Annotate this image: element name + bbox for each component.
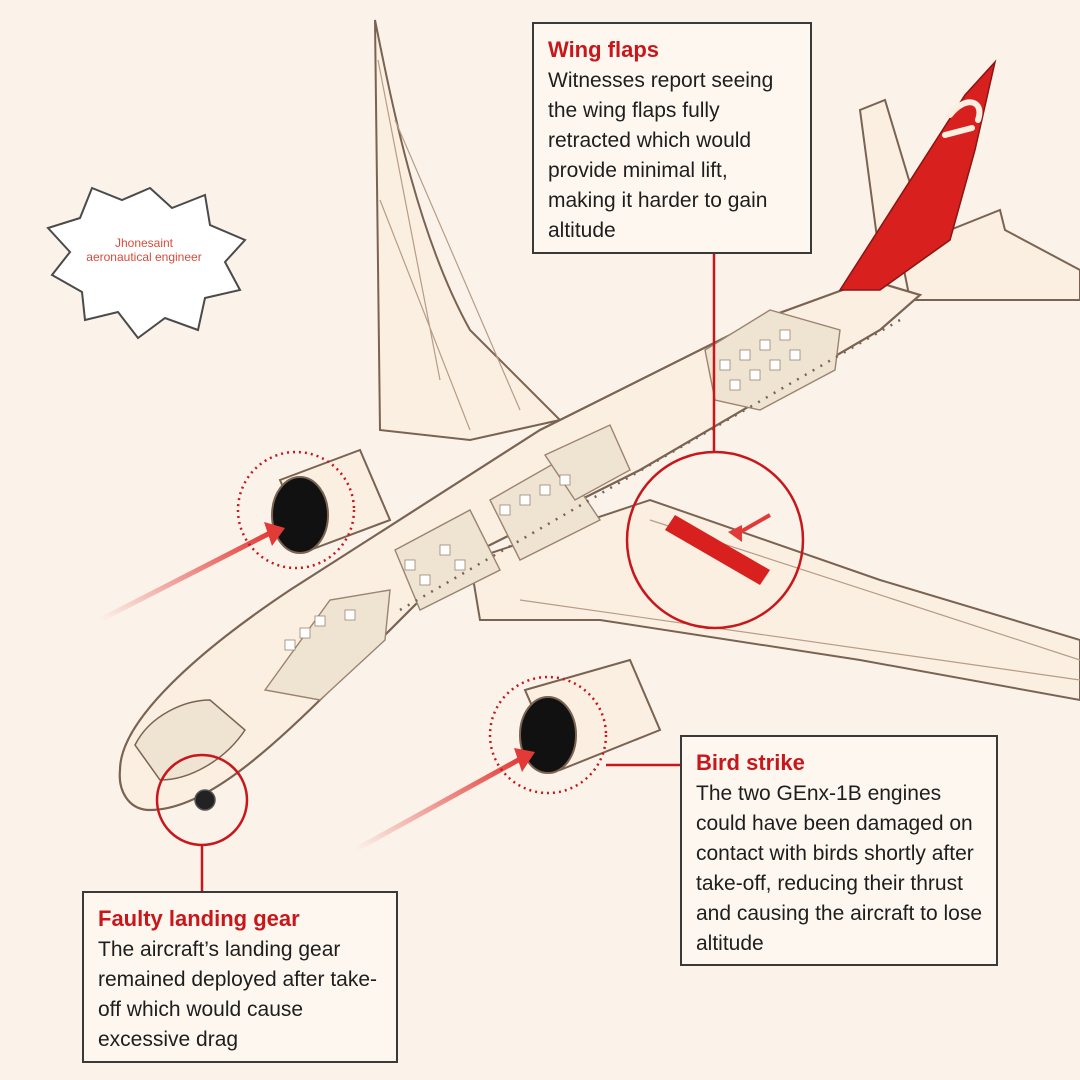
landing-gear-title: Faulty landing gear: [98, 906, 300, 931]
seat-rows: [284, 329, 801, 651]
watermark-starburst: [46, 186, 247, 340]
landing-gear-callout: Faulty landing gear The aircraft’s landi…: [82, 891, 398, 1063]
left-wing-flap-lines: [377, 59, 521, 431]
right-wing: [468, 498, 1080, 702]
tail-logo: [942, 99, 983, 138]
wing-flaps-title: Wing flaps: [548, 37, 660, 62]
right-engine-highlight: [488, 675, 608, 795]
left-engine: [271, 448, 392, 554]
watermark-line-1: Jhonesaint: [114, 236, 174, 250]
wing-flap-red-strip: [665, 515, 770, 585]
bird-strike-body: The two GEnx-1B engines could have been …: [696, 782, 983, 955]
left-engine-highlight: [236, 450, 356, 570]
watermark-text: Jhonesaint aeronautical engineer: [58, 236, 230, 264]
right-engine: [519, 658, 662, 774]
bird-strike-title: Bird strike: [696, 750, 805, 775]
window-row: [399, 318, 901, 612]
landing-gear-wheel: [194, 789, 216, 811]
cockpit: [134, 699, 246, 781]
wing-flaps-body: Witnesses report seeing the wing flaps f…: [548, 69, 774, 242]
landing-gear-body: The aircraft’s landing gear remained dep…: [98, 938, 377, 1051]
wing-flap-arrow-head: [728, 525, 742, 542]
left-wing: [374, 19, 562, 442]
watermark-line-2: aeronautical engineer: [86, 250, 202, 264]
tail-fin: [838, 59, 997, 291]
bird-strike-callout: Bird strike The two GEnx-1B engines coul…: [680, 735, 998, 966]
wing-flaps-callout: Wing flaps Witnesses report seeing the w…: [532, 22, 812, 254]
airflow-arrows: [98, 522, 535, 853]
